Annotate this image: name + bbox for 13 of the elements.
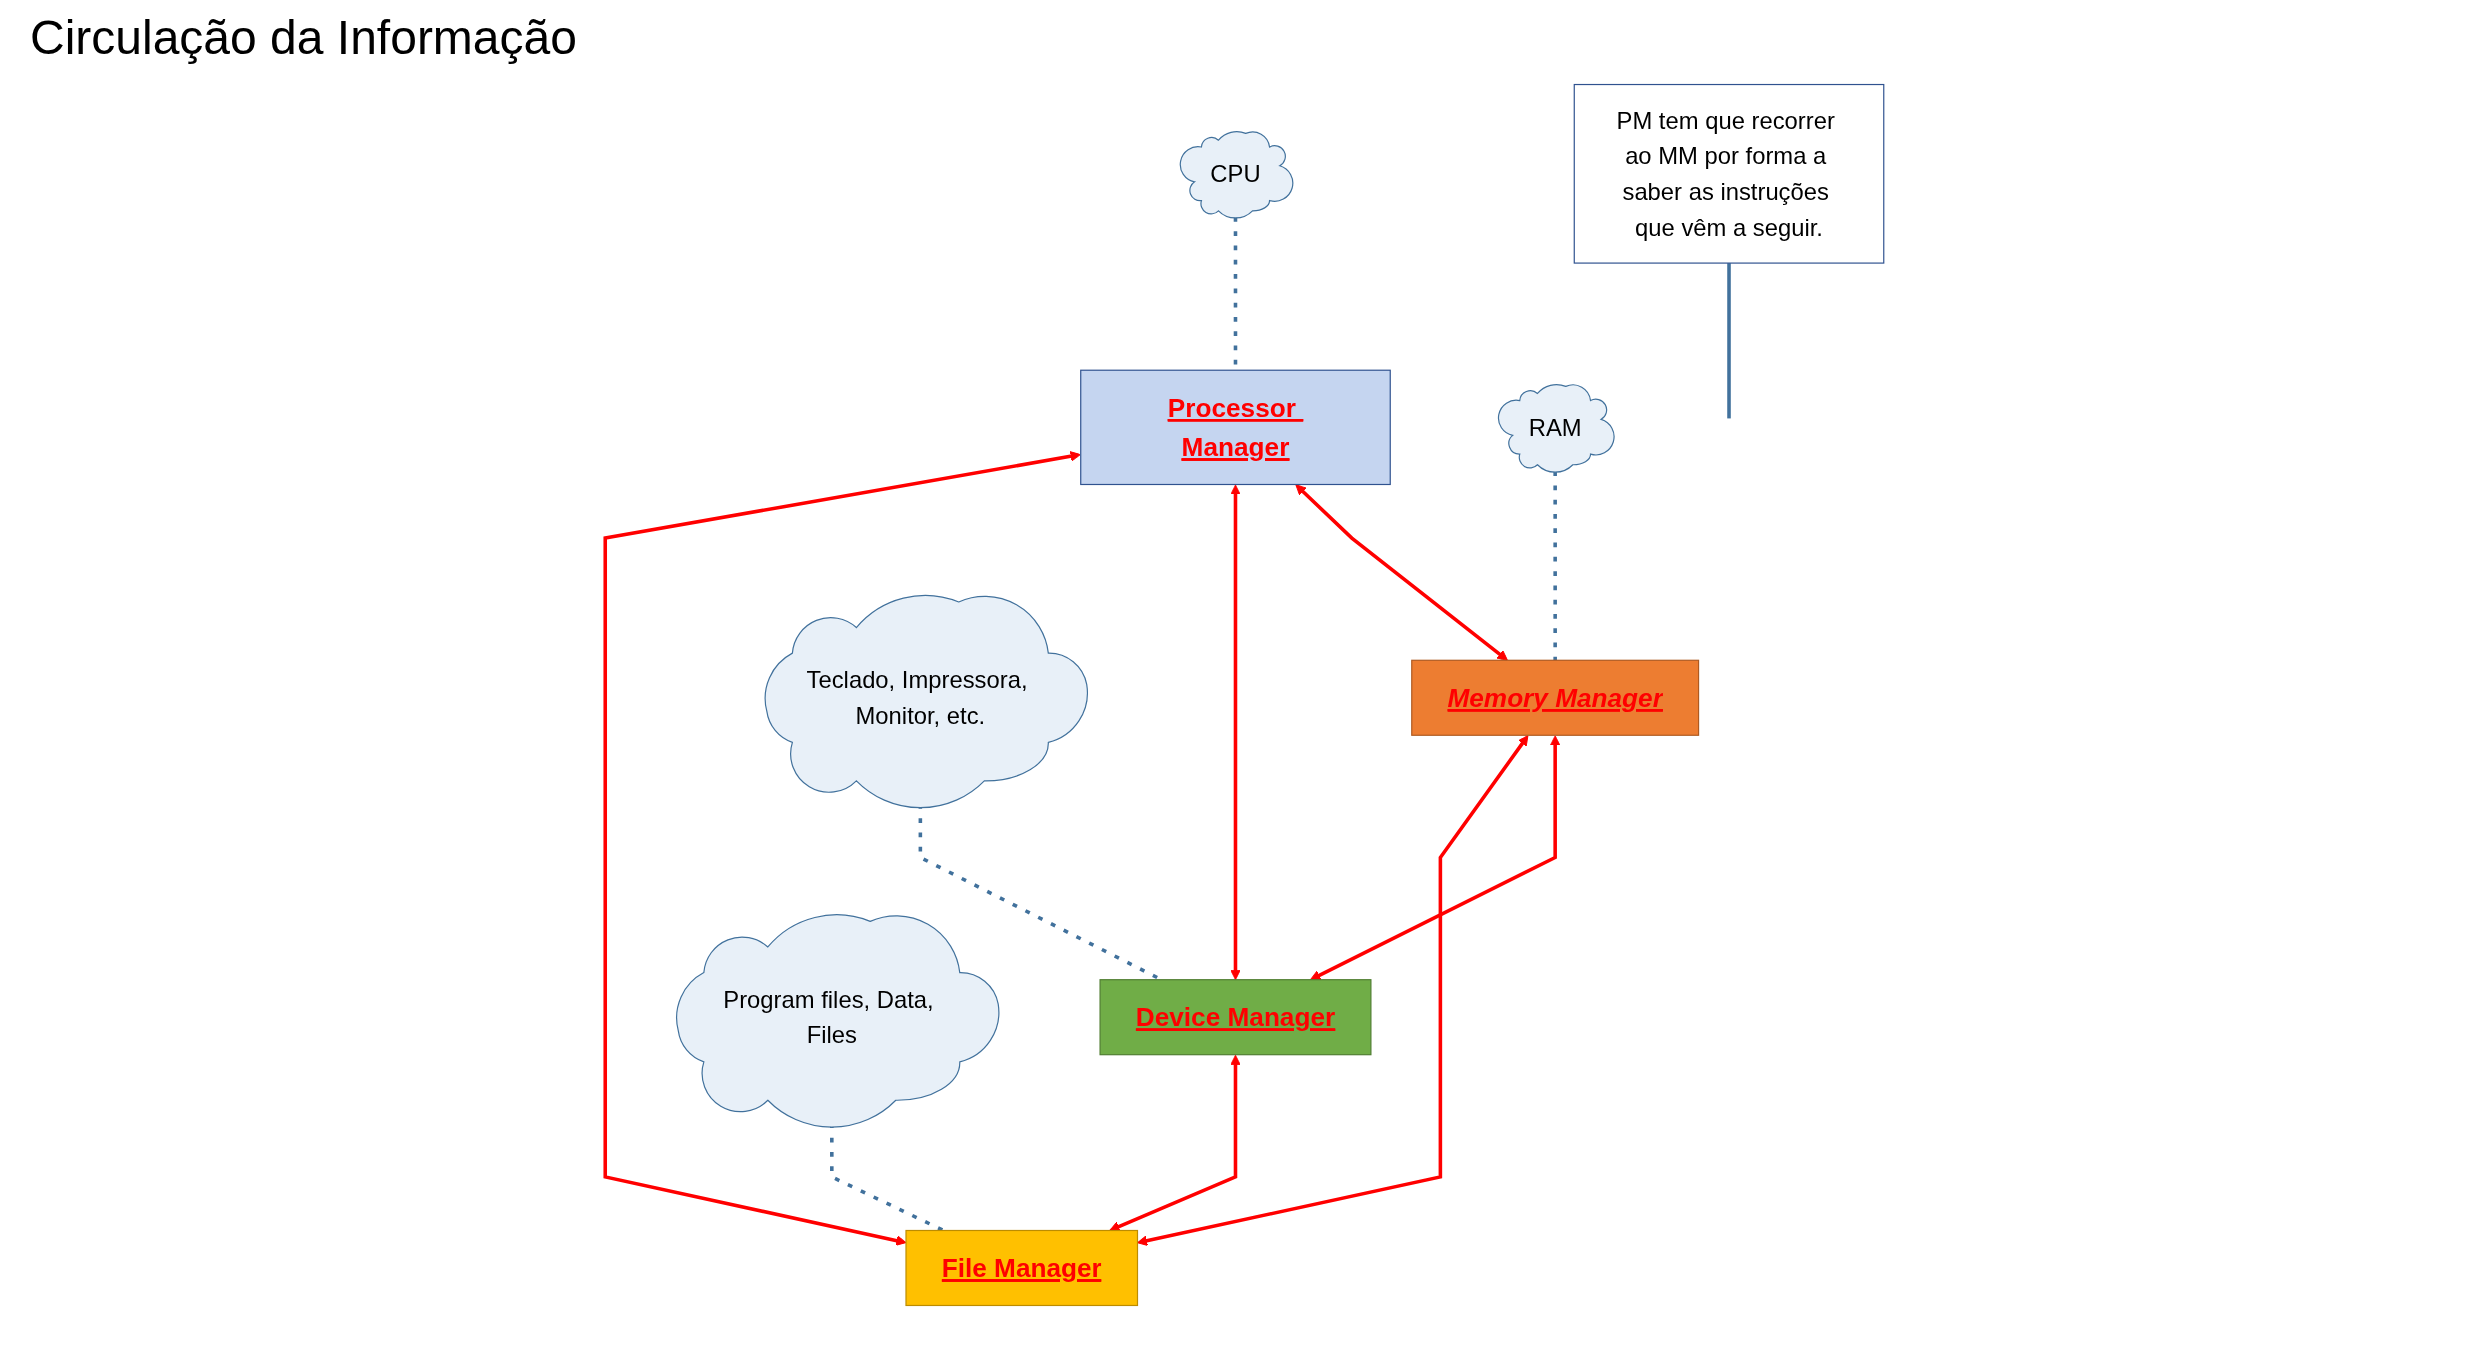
node-box: File Manager xyxy=(905,1229,1139,1307)
connector xyxy=(1553,471,1557,661)
node-box: PM tem que recorrer ao MM por forma a saber as instruções que vêm a seguir. xyxy=(1573,83,1885,264)
arrow xyxy=(1310,735,1561,981)
arrow xyxy=(1109,1054,1241,1232)
node-box: Device Manager xyxy=(1099,979,1372,1056)
title: Circulação da Informação xyxy=(30,10,578,65)
connector xyxy=(1727,263,1731,419)
arrow xyxy=(1137,735,1529,1246)
node-box: Processor Manager xyxy=(1080,369,1391,486)
arrow xyxy=(1295,484,1508,661)
arrow xyxy=(1230,484,1241,981)
arrow xyxy=(603,451,1081,1246)
